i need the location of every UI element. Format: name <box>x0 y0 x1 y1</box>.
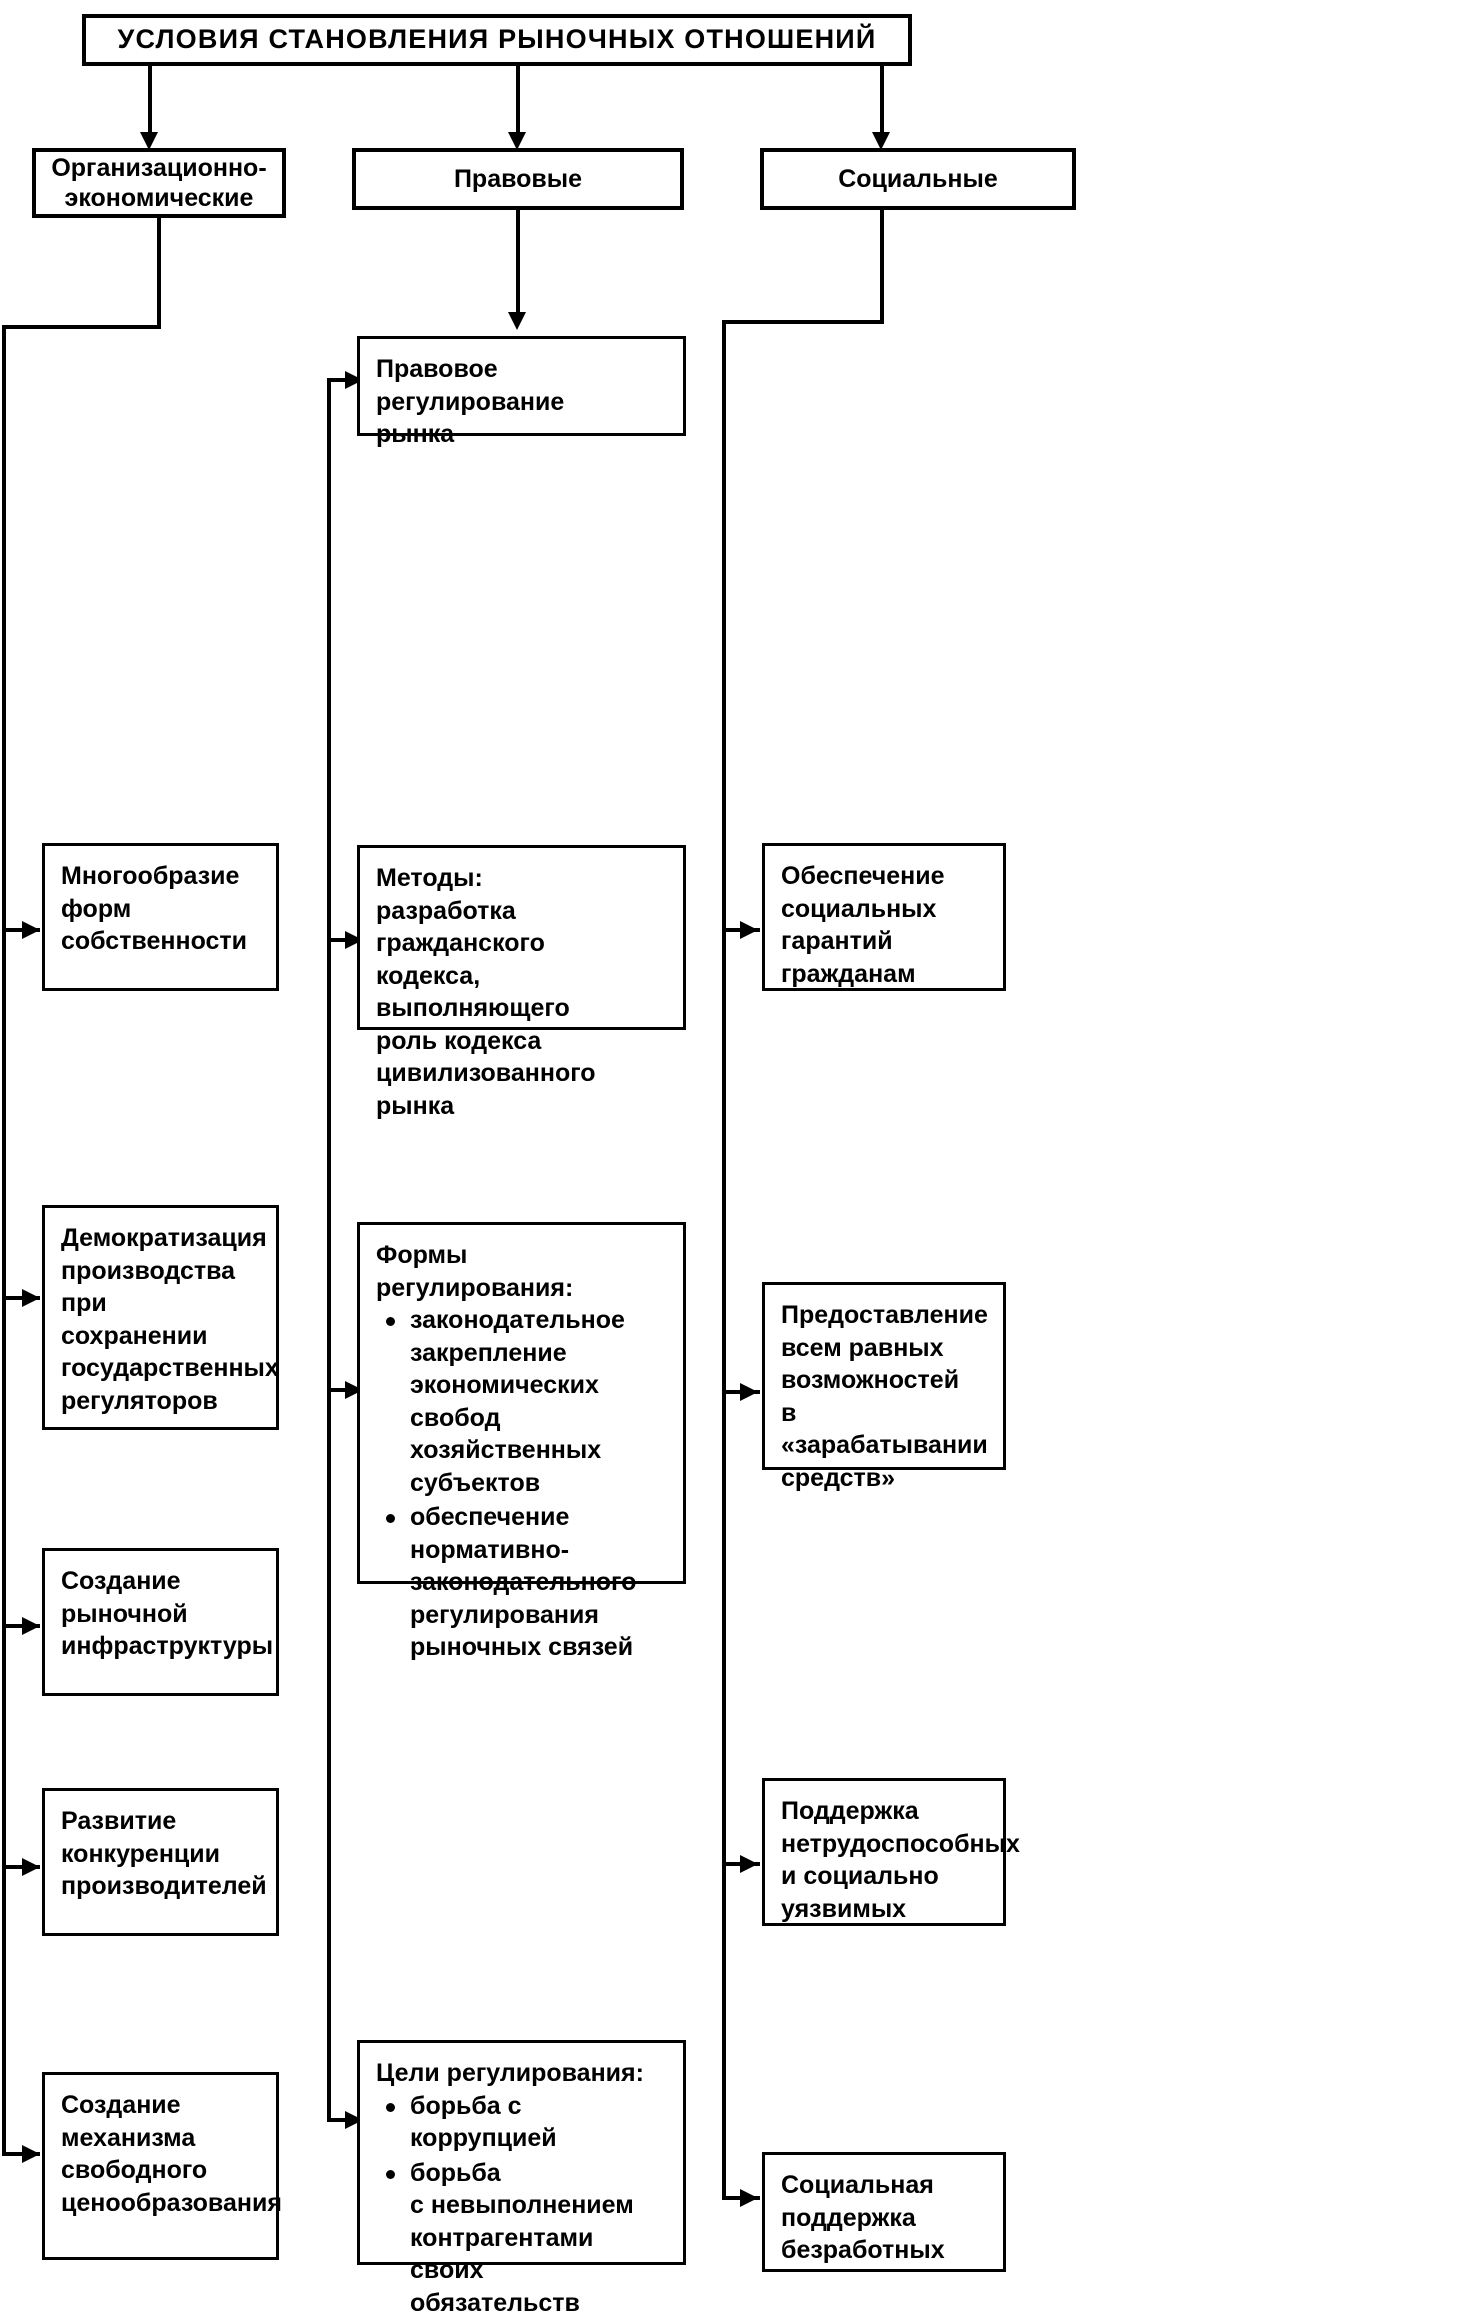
right-spine-horizontal <box>722 320 884 324</box>
right-box-3: Поддержка нетрудоспособных и социально у… <box>762 1778 1006 1926</box>
mid-box-3-bullets: законодательное закрепление экономически… <box>376 1304 667 1664</box>
right-stem-from-social <box>880 210 884 322</box>
mid-box-1: Правовое регулирование рынка <box>357 336 686 436</box>
left-box-3-text: Создание рыночной инфраструктуры <box>61 1567 273 1660</box>
left-box-1: Многообразие форм собственности <box>42 843 279 991</box>
mid-stem-from-legal <box>516 210 520 320</box>
arrow-left-4 <box>22 1858 40 1876</box>
category-label-legal: Правовые <box>454 164 582 195</box>
mid-box-4-header: Цели регулирования: <box>376 2057 667 2090</box>
left-spine-vertical-main <box>2 325 6 2155</box>
mid-box-1-header: Правовое регулирование рынка <box>376 353 667 451</box>
arrow-right-1 <box>740 921 758 939</box>
left-box-5: Создание механизма свободного ценообразо… <box>42 2072 279 2260</box>
right-box-1: Обеспечение социальных гарантий граждана… <box>762 843 1006 991</box>
right-box-4: Социальная поддержка безработных <box>762 2152 1006 2272</box>
list-item: законодательное закрепление экономически… <box>376 1304 667 1499</box>
mid-box-4: Цели регулирования: борьба с коррупцией … <box>357 2040 686 2265</box>
mid-box-3: Формы регулирования: законодательное зак… <box>357 1222 686 1584</box>
right-box-2: Предоставление всем равных возможностей … <box>762 1282 1006 1470</box>
list-item: борьба с невыполнением контрагентами сво… <box>376 2157 667 2319</box>
right-box-1-text: Обеспечение социальных гарантий граждана… <box>781 862 945 988</box>
list-item: обеспечение нормативно- законодательного… <box>376 1501 667 1664</box>
left-spine-vertical-upper <box>157 218 161 328</box>
left-box-4: Развитие конкуренции производителей <box>42 1788 279 1936</box>
arrow-right-2 <box>740 1383 758 1401</box>
mid-box-2-header: Методы: разработка гражданского кодекса,… <box>376 862 667 1122</box>
title-stem-left <box>148 66 152 138</box>
title-stem-right <box>880 66 884 138</box>
left-box-3: Создание рыночной инфраструктуры <box>42 1548 279 1696</box>
category-label-social: Социальные <box>838 164 998 195</box>
category-box-org-econ: Организационно- экономические <box>32 148 286 218</box>
left-box-5-text: Создание механизма свободного ценообразо… <box>61 2091 282 2217</box>
right-box-4-text: Социальная поддержка безработных <box>781 2171 945 2264</box>
category-label-org-econ: Организационно- экономические <box>51 153 266 214</box>
mid-box-3-header: Формы регулирования: <box>376 1239 667 1304</box>
diagram-title-box: УСЛОВИЯ СТАНОВЛЕНИЯ РЫНОЧНЫХ ОТНОШЕНИЙ <box>82 14 912 66</box>
arrow-left-2 <box>22 1289 40 1307</box>
mid-spine-vertical <box>327 378 331 2122</box>
arrow-left-5 <box>22 2145 40 2163</box>
list-item: борьба с коррупцией <box>376 2090 667 2155</box>
diagram-title-text: УСЛОВИЯ СТАНОВЛЕНИЯ РЫНОЧНЫХ ОТНОШЕНИЙ <box>118 22 877 57</box>
arrow-left-1 <box>22 921 40 939</box>
left-box-2: Демократизация производства при сохранен… <box>42 1205 279 1430</box>
right-box-3-text: Поддержка нетрудоспособных и социально у… <box>781 1797 1020 1923</box>
arrow-left-3 <box>22 1617 40 1635</box>
right-box-2-text: Предоставление всем равных возможностей … <box>781 1301 988 1492</box>
arrow-right-3 <box>740 1855 758 1873</box>
right-spine-vertical <box>722 320 726 2200</box>
arrow-right-4 <box>740 2189 758 2207</box>
left-spine-horizontal <box>2 325 161 329</box>
mid-box-2: Методы: разработка гражданского кодекса,… <box>357 845 686 1030</box>
category-box-legal: Правовые <box>352 148 684 210</box>
left-box-2-text: Демократизация производства при сохранен… <box>61 1224 279 1415</box>
category-box-social: Социальные <box>760 148 1076 210</box>
left-box-1-text: Многообразие форм собственности <box>61 862 247 955</box>
title-stem-mid <box>516 66 520 138</box>
mid-box-4-bullets: борьба с коррупцией борьба с невыполнени… <box>376 2090 667 2319</box>
arrow-mid-to-box1 <box>508 312 526 330</box>
left-box-4-text: Развитие конкуренции производителей <box>61 1807 267 1900</box>
